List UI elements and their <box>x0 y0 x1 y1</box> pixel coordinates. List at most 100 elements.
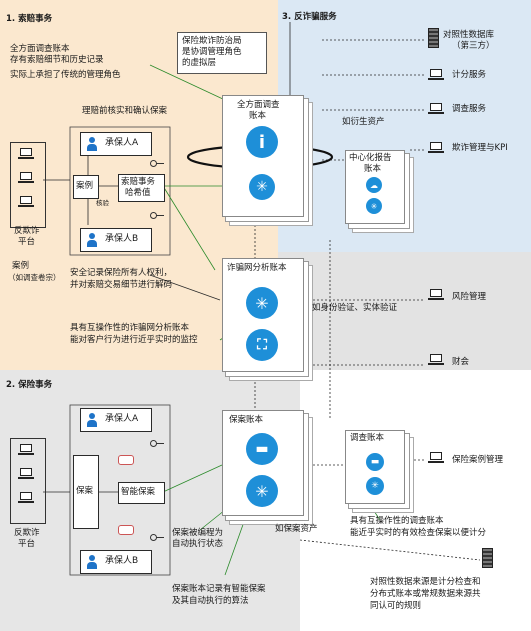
laptop-icon <box>428 452 444 464</box>
network-icon: ✳ <box>246 475 278 507</box>
info-icon: i <box>246 126 278 158</box>
policy-note4-line2: 分布式账本或常规数据来源共 <box>370 589 481 599</box>
callout-line3: 的虚拟层 <box>182 58 217 68</box>
folder-icon: ▬ <box>246 433 278 465</box>
person-icon <box>87 555 97 569</box>
policy-note1-line1: 保案被编程为 <box>172 528 224 538</box>
fraud-network-ledger[interactable]: 诈骗网分析账本 ✳ ⛶ <box>222 258 304 372</box>
claims-note3-line2: 并对索赔交易细节进行解码 <box>70 280 173 290</box>
policy-right-region <box>300 370 531 631</box>
ledger3-title: 保案账本 <box>229 415 264 425</box>
claims-insurer-a-box[interactable]: 承保人A <box>80 132 152 156</box>
policy-note2-line2: 及其自动执行的算法 <box>172 596 249 606</box>
ledger1-title-line1: 全方面调查 <box>237 100 280 110</box>
claims-antifraud-frame <box>10 142 46 228</box>
claims-note2: 理赔前核实和确认保案 <box>82 106 168 116</box>
policy-antifraud-line1: 反欺诈 <box>14 528 40 538</box>
fraud-section-title: 3. 反诈骗服务 <box>282 12 337 22</box>
key-icon <box>150 534 164 541</box>
cloud-icon: ☁ <box>366 177 382 193</box>
laptop-icon <box>18 172 34 184</box>
smart-policy-label: 智能保案 <box>121 487 156 497</box>
laptop-icon <box>428 289 444 301</box>
claims-antifraud-line2: 平台 <box>18 237 36 247</box>
laptop-icon <box>428 103 444 115</box>
policy-insurer-b-label: 承保人B <box>105 556 139 566</box>
claims-note1-line1: 全方面调查账本 <box>10 44 70 54</box>
laptop-icon <box>18 148 34 160</box>
claims-ping-label: 核验 <box>96 199 109 207</box>
laptop-icon <box>18 444 34 456</box>
derived-assets-label: 如衍生资产 <box>342 117 385 127</box>
claims-case-box[interactable]: 案例 <box>73 175 99 199</box>
central-reporting-ledger[interactable]: 中心化报告 账本 ☁ ✳ <box>345 150 405 224</box>
central-ledger-line2: 账本 <box>364 164 382 174</box>
smart-policy-box[interactable]: 智能保案 <box>118 482 165 504</box>
claims-note1-line3: 实际上承担了传统的管理角色 <box>10 70 121 80</box>
claims-insurer-b-label: 承保人B <box>105 234 139 244</box>
service-investigation[interactable]: 调查服务 <box>452 104 487 114</box>
claims-case-caption-line2: （如调查卷宗） <box>8 273 61 282</box>
key-icon <box>150 440 164 447</box>
investigation-ledger[interactable]: 调查账本 ▬ ✳ <box>345 430 405 504</box>
policy-section-title: 2. 保险事务 <box>6 380 53 390</box>
claims-note1-line2: 存有索赔细节和历史记录 <box>10 55 104 65</box>
policy-note4-line1: 对照性数据来源是计分检查和 <box>370 577 481 587</box>
person-icon <box>87 233 97 247</box>
claims-note3-line1: 安全记录保险所有人权利， <box>70 268 173 278</box>
laptop-icon <box>428 142 444 154</box>
laptop-icon <box>18 468 34 480</box>
database-server-icon <box>428 28 439 48</box>
claims-insurer-a-label: 承保人A <box>105 138 139 148</box>
policy-assets-label: 如保案资产 <box>275 524 318 534</box>
claims-case-caption-line1: 案例 <box>12 261 30 271</box>
policy-note2-line1: 保案账本记录有智能保案 <box>172 584 266 594</box>
service-scoring[interactable]: 计分服务 <box>452 70 487 80</box>
midright-region <box>278 252 531 372</box>
policy-note3-line1: 具有互操作性的调查账本 <box>350 516 444 526</box>
laptop-icon <box>428 354 444 366</box>
policy-case-label: 保案 <box>76 486 94 496</box>
callout-box: 保险欺诈防治局 是协调管理角色 的虚拟层 <box>177 32 267 74</box>
db-label-line2: （第三方） <box>452 41 495 51</box>
callout-line1: 保险欺诈防治局 <box>182 36 242 46</box>
policy-antifraud-frame <box>10 438 46 524</box>
key-icon <box>150 160 164 167</box>
laptop-icon <box>428 69 444 81</box>
lock-icon <box>118 455 134 465</box>
person-icon <box>87 137 97 151</box>
network-icon: ✳ <box>366 198 382 214</box>
central-ledger-line1: 中心化报告 <box>349 153 392 163</box>
claims-note4-line1: 具有互操作性的诈骗网分析账本 <box>70 323 190 333</box>
network-icon: ✳ <box>246 287 278 319</box>
laptop-icon <box>18 196 34 208</box>
claims-case-label: 案例 <box>76 181 94 191</box>
policy-insurer-a-box[interactable]: 承保人A <box>80 408 152 432</box>
ledger1-title-line2: 账本 <box>249 111 267 121</box>
ledger2-title: 诈骗网分析账本 <box>227 263 287 273</box>
claims-agent-box[interactable]: 索赔事务 哈希值 <box>118 174 165 202</box>
service-case-mgmt[interactable]: 保险案例管理 <box>452 455 504 465</box>
claims-section-title: 1. 索赔事务 <box>6 14 53 24</box>
claims-agent-line2: 哈希值 <box>125 188 151 198</box>
service-fraud-kpi[interactable]: 欺诈管理与KPI <box>452 143 508 153</box>
policy-antifraud-line2: 平台 <box>18 539 36 549</box>
network-icon: ✳ <box>249 174 275 200</box>
lock-icon <box>118 525 134 535</box>
policy-insurer-a-label: 承保人A <box>105 414 139 424</box>
service-accounting[interactable]: 财会 <box>452 357 470 367</box>
laptop-icon <box>18 492 34 504</box>
person-icon <box>87 413 97 427</box>
folder-icon: ▬ <box>366 453 384 471</box>
policy-ledger[interactable]: 保案账本 ▬ ✳ <box>222 410 304 516</box>
service-risk[interactable]: 风险管理 <box>452 292 487 302</box>
key-icon <box>150 212 164 219</box>
investigation-ledger-title: 调查账本 <box>350 433 385 443</box>
db-label-line1: 对照性数据库 <box>443 30 495 40</box>
claims-insurer-b-box[interactable]: 承保人B <box>80 228 152 252</box>
policy-insurer-b-box[interactable]: 承保人B <box>80 550 152 574</box>
policy-case-box[interactable]: 保案 <box>73 455 99 529</box>
investigation-full-ledger[interactable]: 全方面调查 账本 i ✳ <box>222 95 304 217</box>
policy-note1-line2: 自动执行状态 <box>172 539 224 549</box>
